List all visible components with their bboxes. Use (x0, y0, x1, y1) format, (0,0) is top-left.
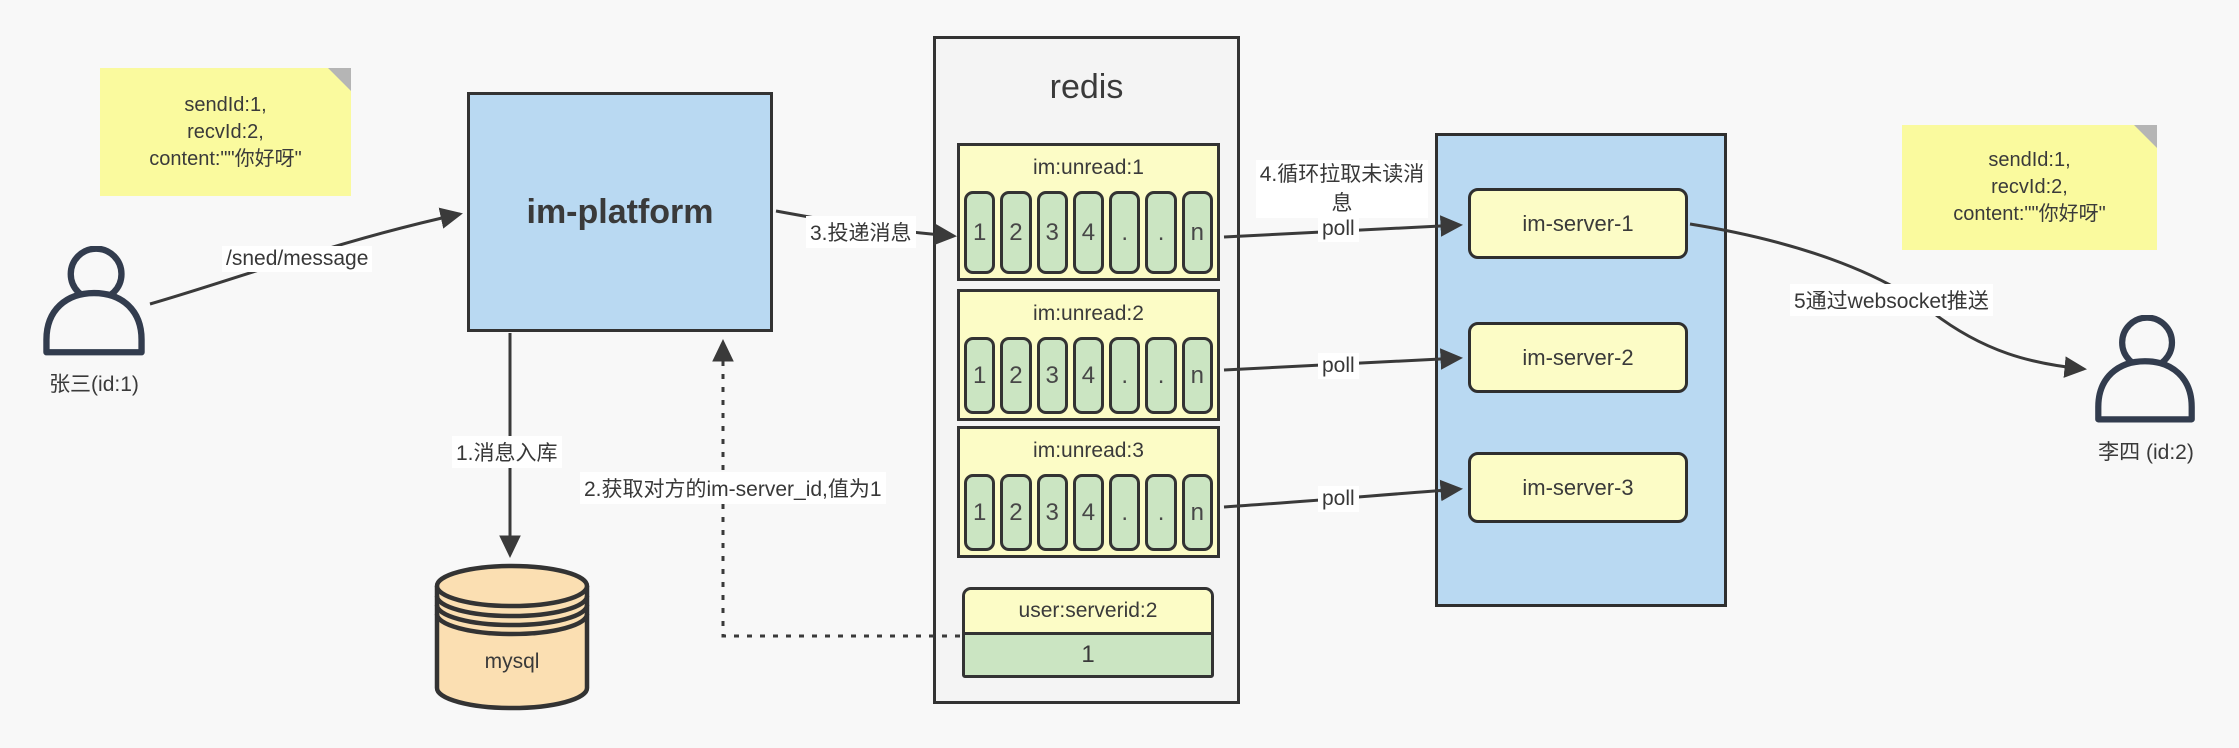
list-header: im:unread:2 (1033, 302, 1144, 325)
edge-label-pull: 4.循环拉取未读消息 (1256, 160, 1428, 218)
note-line: recvId:2, (1991, 176, 2068, 198)
list-cell: 1 (964, 337, 996, 414)
list-cell: 1 (964, 474, 996, 551)
redis-key-user-serverid: user:serverid:2 1 (962, 587, 1214, 678)
edge-label-websocket-push: 5通过websocket推送 (1790, 284, 1993, 316)
im-server-3-box: im-server-3 (1468, 452, 1688, 523)
sender-label: 张三(id:1) (49, 373, 139, 396)
list-cell: . (1109, 337, 1141, 414)
sticky-note-text: sendId:1, recvId:2, content:""你好呀" (1902, 125, 2157, 250)
sticky-note-left: sendId:1, recvId:2, content:""你好呀" (100, 68, 351, 196)
im-platform-box: im-platform (467, 92, 773, 332)
redis-list-im-unread-3: im:unread:3 1 2 3 4 . . n (957, 426, 1220, 558)
person-icon (2095, 315, 2195, 423)
list-cell: . (1145, 337, 1177, 414)
edge-label-poll-1: poll (1318, 216, 1359, 242)
edge-label-poll-3: poll (1318, 486, 1359, 512)
serverid-value: 1 (1081, 641, 1095, 668)
list-cell: 3 (1036, 337, 1068, 414)
edge-label-store: 1.消息入库 (452, 436, 562, 468)
list-cell: 4 (1072, 337, 1105, 414)
sticky-note-right: sendId:1, recvId:2, content:""你好呀" (1902, 125, 2157, 250)
im-server-1-box: im-server-1 (1468, 188, 1688, 259)
sticky-note-text: sendId:1, recvId:2, content:""你好呀" (100, 68, 351, 196)
list-cell: 4 (1072, 474, 1105, 551)
list-cells: 1 2 3 4 . . n (964, 191, 1213, 274)
redis-list-im-unread-1: im:unread:1 1 2 3 4 . . n (957, 143, 1220, 281)
list-cell: 2 (1000, 191, 1032, 274)
note-line: sendId:1, (1988, 149, 2071, 171)
list-cell: 3 (1036, 191, 1068, 274)
edge-label-get-serverid: 2.获取对方的im-server_id,值为1 (580, 472, 886, 504)
list-header: im:unread:3 (1033, 439, 1144, 462)
im-server-2-box: im-server-2 (1468, 322, 1688, 393)
list-header: im:unread:1 (1033, 156, 1144, 179)
list-cell: n (1181, 337, 1213, 414)
note-line: content:""你好呀" (149, 147, 302, 170)
note-line: recvId:2, (187, 120, 264, 143)
person-icon (43, 246, 145, 356)
list-cell: n (1181, 474, 1213, 551)
mysql-database-icon (434, 563, 590, 711)
list-cell: n (1181, 191, 1213, 274)
edge-label-poll-2: poll (1318, 353, 1359, 379)
list-cell: . (1109, 474, 1141, 551)
list-cell: . (1145, 191, 1177, 274)
edge-label-send: /sned/message (222, 246, 373, 272)
redis-list-im-unread-2: im:unread:2 1 2 3 4 . . n (957, 289, 1220, 421)
serverid-header: user:serverid:2 (965, 590, 1211, 635)
list-cell: 2 (1000, 337, 1032, 414)
list-cells: 1 2 3 4 . . n (964, 337, 1213, 414)
redis-title: redis (1049, 68, 1124, 106)
edge-label-deliver: 3.投递消息 (806, 216, 916, 248)
list-cells: 1 2 3 4 . . n (964, 474, 1213, 551)
list-cell: 4 (1072, 191, 1105, 274)
note-line: content:""你好呀" (1953, 203, 2106, 225)
list-cell: 3 (1036, 474, 1068, 551)
list-cell: . (1145, 474, 1177, 551)
list-cell: 1 (964, 191, 996, 274)
mysql-label: mysql (484, 650, 540, 673)
note-line: sendId:1, (184, 93, 267, 116)
receiver-label: 李四 (id:2) (2098, 441, 2194, 464)
list-cell: 2 (1000, 474, 1032, 551)
list-cell: . (1109, 191, 1141, 274)
